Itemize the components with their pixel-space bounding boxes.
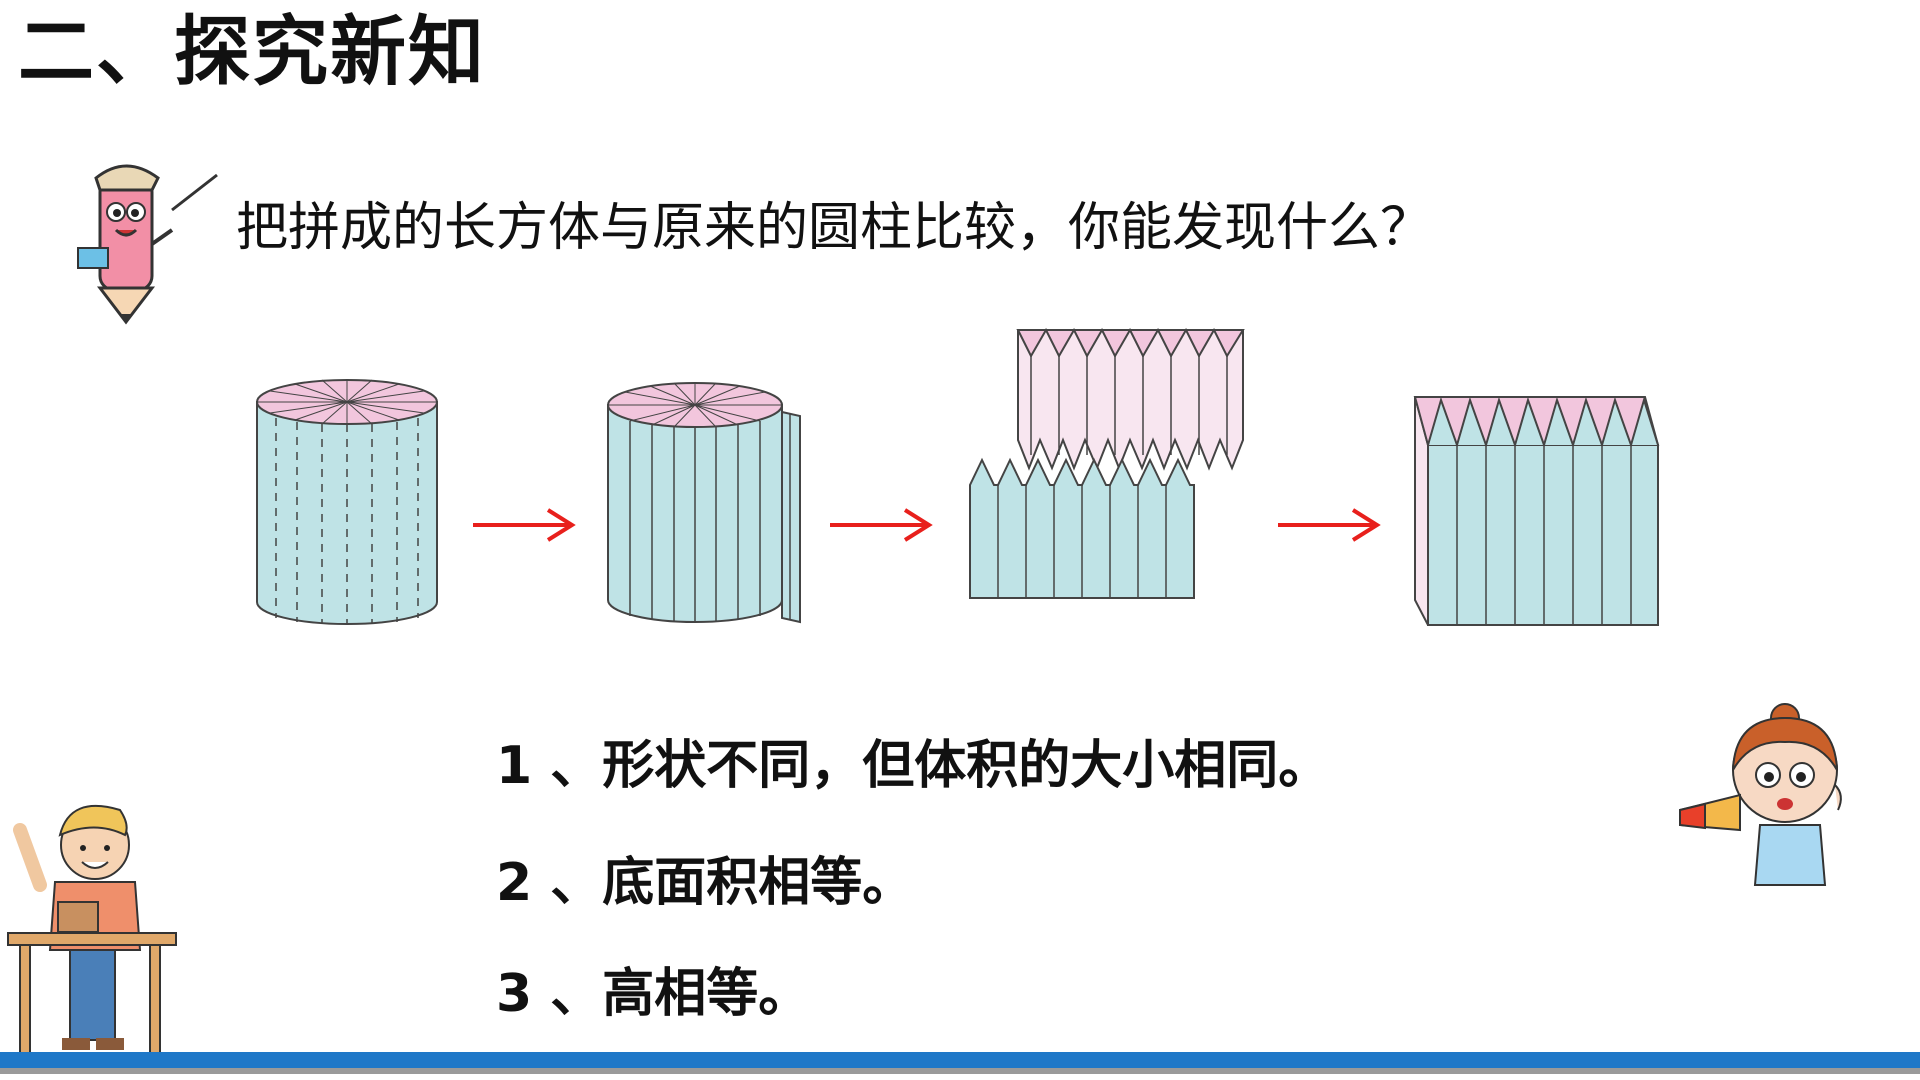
original-cylinder bbox=[256, 379, 438, 625]
pencil-teacher-icon bbox=[77, 164, 218, 325]
boy-at-desk-illustration bbox=[7, 804, 177, 1056]
question-text: 把拼成的长方体与原来的圆柱比较，你能发现什么？ bbox=[236, 198, 1433, 258]
upper-half-pieces bbox=[1016, 327, 1245, 471]
slide-title: 二、探究新知 bbox=[18, 7, 486, 96]
lower-half-pieces bbox=[969, 457, 1195, 599]
bottom-accent-bar bbox=[0, 1052, 1920, 1068]
arrow-1 bbox=[473, 508, 576, 542]
arrow-3 bbox=[1278, 508, 1381, 542]
conclusion-2: 2 、底面积相等。 bbox=[496, 853, 915, 913]
arrow-2 bbox=[830, 508, 933, 542]
resulting-cuboid bbox=[1413, 396, 1660, 626]
cut-cylinder bbox=[607, 382, 801, 624]
conclusion-3: 3 、高相等。 bbox=[496, 964, 811, 1024]
conclusion-1: 1 、形状不同，但体积的大小相同。 bbox=[496, 736, 1331, 796]
bottom-shadow-bar bbox=[0, 1068, 1920, 1074]
girl-with-megaphone-illustration bbox=[1679, 703, 1842, 886]
